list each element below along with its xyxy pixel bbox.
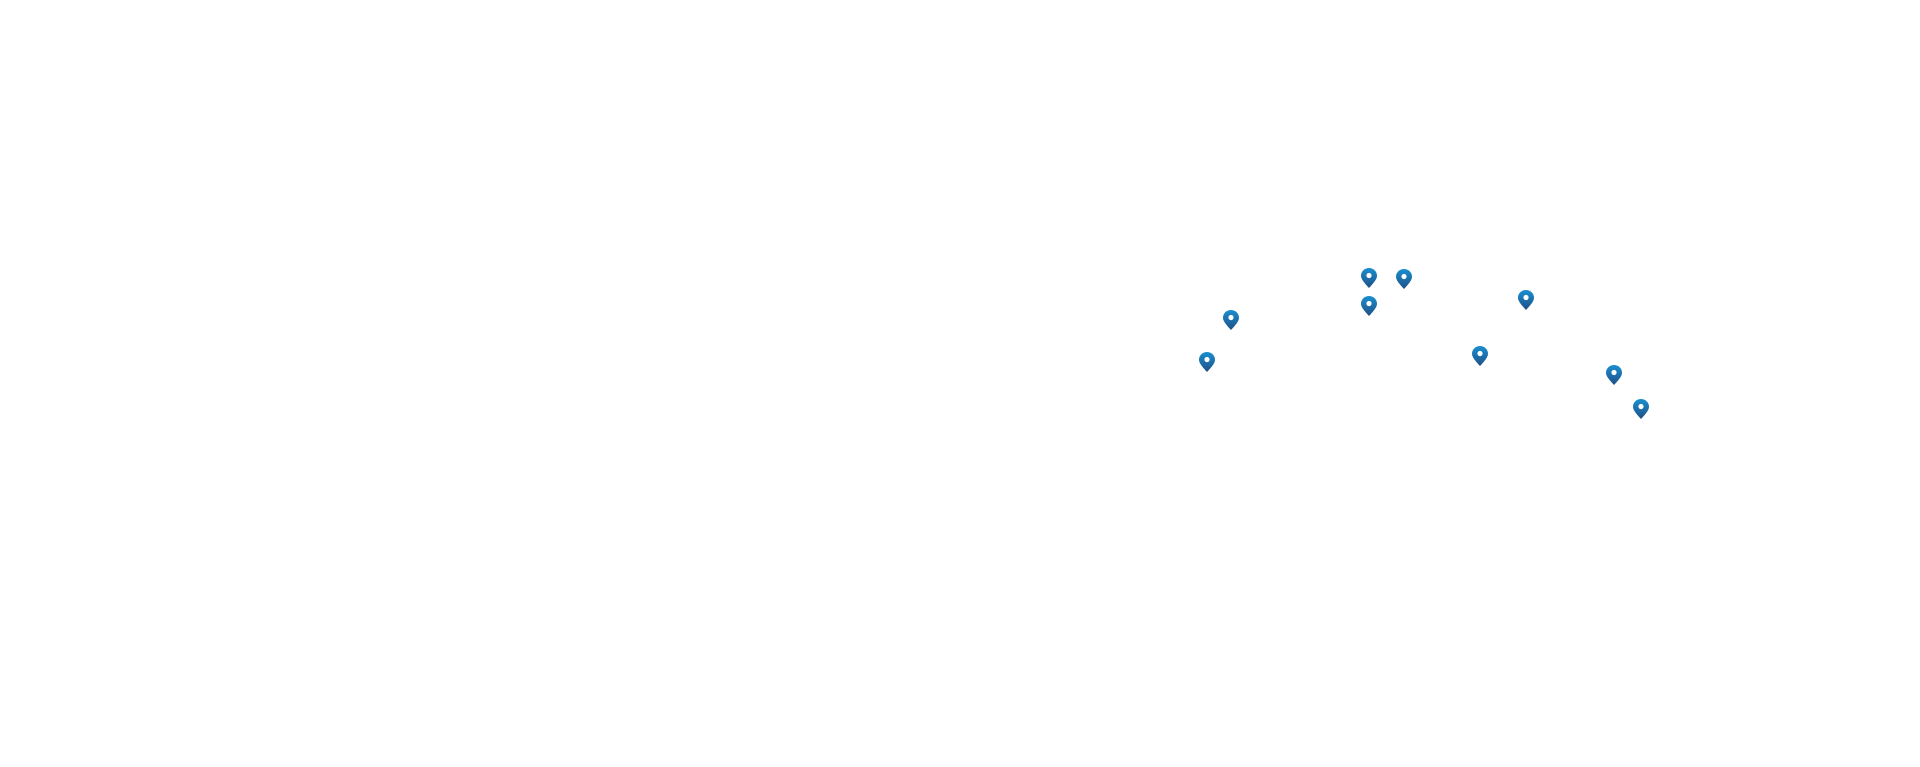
map-pin-icon	[1361, 268, 1377, 288]
map-marker[interactable]	[1198, 351, 1216, 373]
map-marker[interactable]	[1360, 267, 1378, 289]
map-marker[interactable]	[1360, 295, 1378, 317]
map-pin-icon	[1361, 296, 1377, 316]
map-pin-icon	[1518, 290, 1534, 310]
map-pin-icon	[1606, 365, 1622, 385]
map-marker[interactable]	[1517, 289, 1535, 311]
map-marker[interactable]	[1605, 364, 1623, 386]
map-marker[interactable]	[1471, 345, 1489, 367]
map-marker[interactable]	[1222, 309, 1240, 331]
map-marker[interactable]	[1395, 268, 1413, 290]
map-pin-icon	[1472, 346, 1488, 366]
map-marker[interactable]	[1632, 398, 1650, 420]
map-pin-icon	[1633, 399, 1649, 419]
map-pin-icon	[1199, 352, 1215, 372]
map-pin-icon	[1396, 269, 1412, 289]
map-pin-icon	[1223, 310, 1239, 330]
